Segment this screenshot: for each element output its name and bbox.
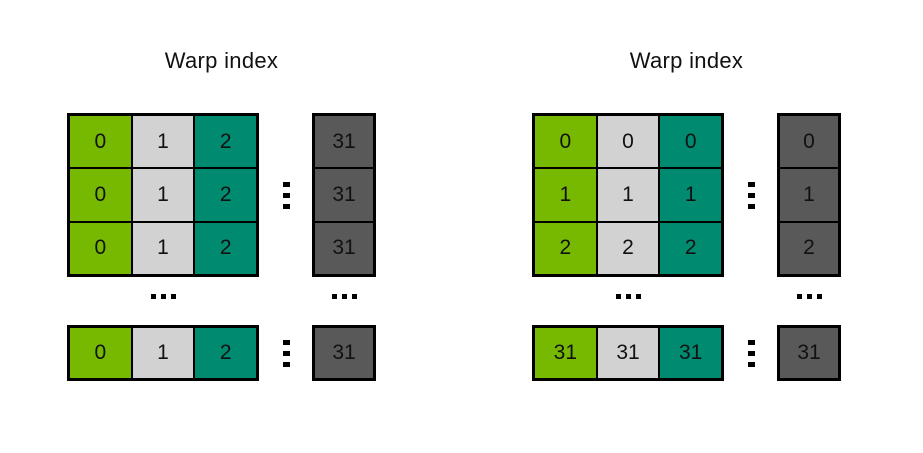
warp-index-bottom-side-cell: 31: [777, 325, 841, 381]
grid-cell: 2: [659, 221, 722, 275]
horizontal-ellipsis-icon: [151, 294, 176, 299]
grid-cell: 31: [659, 327, 722, 379]
grid-cell: 31: [314, 115, 374, 169]
grid-cell: 0: [659, 115, 722, 169]
grid-cell: 31: [314, 327, 374, 379]
grid-cell: 2: [534, 221, 597, 275]
grid-cell: 1: [131, 115, 195, 169]
grid-cell: 31: [534, 327, 597, 379]
grid-cell: 0: [69, 168, 132, 222]
horizontal-ellipsis-icon: [332, 294, 357, 299]
grid-cell: 0: [69, 327, 132, 379]
horizontal-ellipsis-icon: [797, 294, 822, 299]
grid-cell: 31: [314, 168, 374, 222]
grid-cell: 1: [779, 168, 839, 222]
grid-cell: 0: [596, 115, 660, 169]
grid-cell: 31: [779, 327, 839, 379]
warp-index-bottom-side-cell: 31: [312, 325, 376, 381]
grid-cell: 2: [194, 115, 257, 169]
grid-cell: 1: [534, 168, 597, 222]
grid-cell: 2: [596, 221, 660, 275]
diagram-title: Warp index: [629, 48, 744, 73]
grid-cell: 31: [596, 327, 660, 379]
vertical-ellipsis-icon: [283, 182, 290, 209]
grid-cell: 1: [659, 168, 722, 222]
grid-cell: 2: [194, 221, 257, 275]
horizontal-ellipsis-icon: [616, 294, 641, 299]
vertical-ellipsis-icon: [748, 340, 755, 367]
grid-cell: 0: [69, 221, 132, 275]
grid-cell: 1: [131, 327, 195, 379]
vertical-ellipsis-icon: [283, 340, 290, 367]
grid-cell: 2: [194, 327, 257, 379]
grid-cell: 1: [131, 221, 195, 275]
grid-cell: 2: [779, 221, 839, 275]
grid-cell: 1: [596, 168, 660, 222]
diagram-title: Warp index: [164, 48, 279, 73]
grid-cell: 1: [131, 168, 195, 222]
grid-cell: 0: [534, 115, 597, 169]
grid-cell: 0: [779, 115, 839, 169]
vertical-ellipsis-icon: [748, 182, 755, 209]
grid-cell: 31: [314, 221, 374, 275]
grid-cell: 0: [69, 115, 132, 169]
grid-cell: 2: [194, 168, 257, 222]
